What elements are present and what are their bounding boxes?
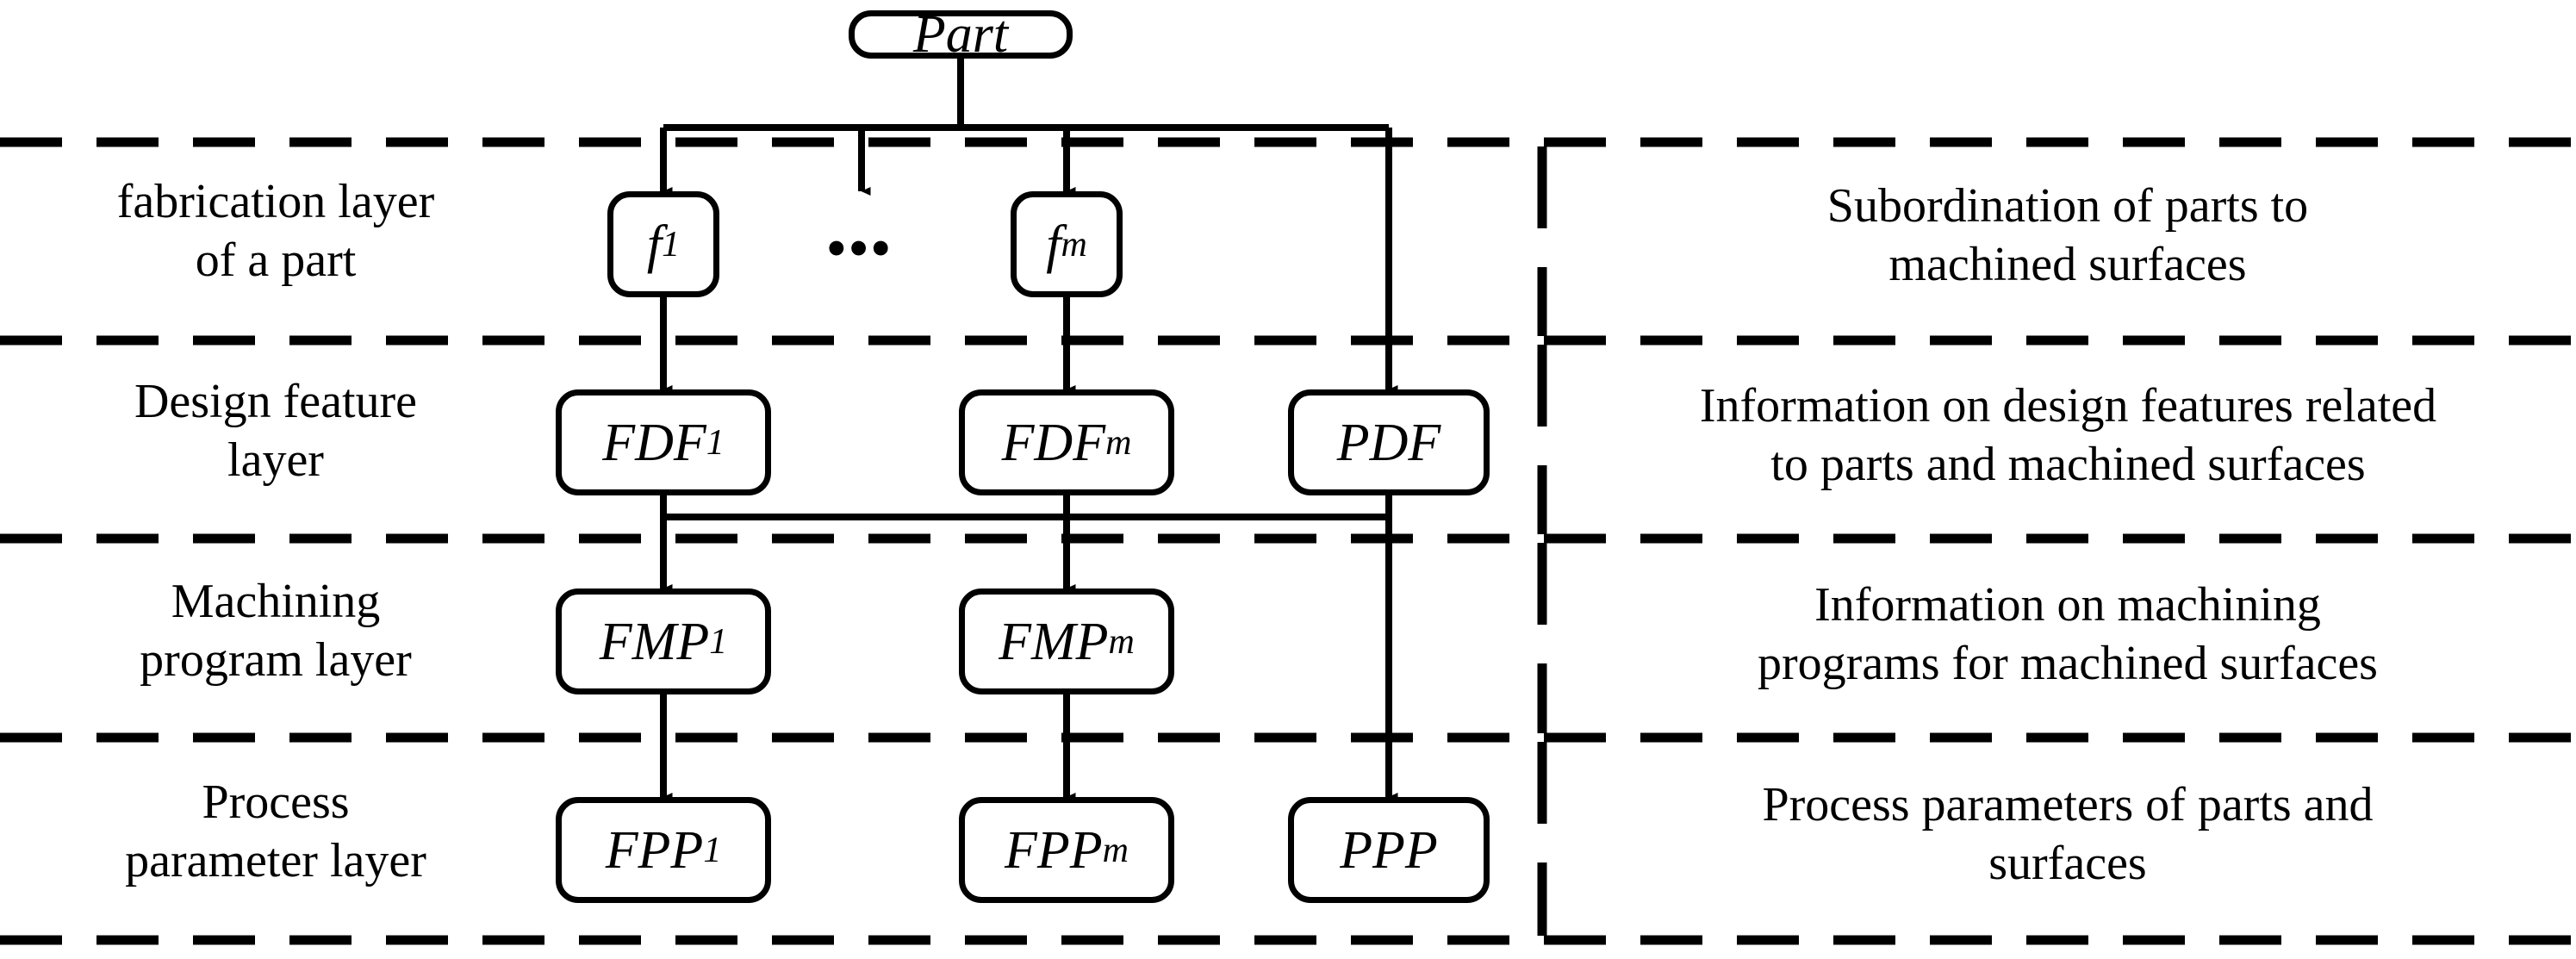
layer-label-machining-program-line2: program layer <box>140 633 412 688</box>
node-fmpm-base: FMP <box>999 612 1109 671</box>
node-fdf1-base: FDF <box>602 413 706 472</box>
description-machining-program-line2: programs for machined surfaces <box>1758 637 2378 691</box>
node-f1-base: f <box>646 215 663 274</box>
fabrication-to-design-arrows <box>660 297 1076 394</box>
node-part-label: Part <box>912 5 1009 64</box>
node-f1-subscript: 1 <box>662 224 681 265</box>
node-fpp1-base: FPP <box>605 820 704 880</box>
node-fdfm-base: FDF <box>1001 413 1106 472</box>
node-fmp1-base: FMP <box>599 612 710 671</box>
node-fppm-subscript: m <box>1102 830 1129 870</box>
node-part[interactable]: Part <box>849 5 1073 64</box>
layer-label-fabrication: fabrication layer of a part <box>26 172 526 290</box>
design-to-machining-arrows <box>660 495 1398 801</box>
fabrication-ellipsis: ••• <box>827 220 894 278</box>
node-fdfm-subscript: m <box>1105 422 1132 463</box>
description-process-parameter-line2: surfaces <box>1988 837 2147 891</box>
description-machining-program: Information on machining programs for ma… <box>1577 576 2559 694</box>
node-fm-subscript: m <box>1061 224 1087 265</box>
node-ppp[interactable]: PPP <box>1288 797 1490 903</box>
layer-label-process-parameter-line1: Process <box>202 775 350 829</box>
layer-label-machining-program-line1: Machining <box>171 575 381 628</box>
design-feature-bus <box>660 495 1389 520</box>
node-pdf[interactable]: PDF <box>1288 389 1490 495</box>
node-fmp1-subscript: 1 <box>709 621 728 662</box>
node-fmpm-subscript: m <box>1108 621 1135 662</box>
description-fabrication-line1: Subordination of parts to <box>1826 179 2309 233</box>
layer-label-design-feature: Design feature layer <box>26 372 526 490</box>
machining-to-process-arrows <box>660 694 1076 801</box>
description-design-feature-line2: to parts and machined surfaces <box>1770 438 2366 492</box>
part-to-fabrication-arrows <box>660 128 1398 394</box>
node-fpp1-subscript: 1 <box>703 830 722 870</box>
layer-label-fabrication-line2: of a part <box>195 234 357 288</box>
description-design-feature: Information on design features related t… <box>1566 377 2570 495</box>
layer-label-machining-program: Machining program layer <box>26 572 526 690</box>
layer-label-design-feature-line2: layer <box>227 433 324 488</box>
layer-label-design-feature-line1: Design feature <box>134 375 418 428</box>
node-ppp-base: PPP <box>1340 820 1438 880</box>
description-process-parameter: Process parameters of parts and surfaces <box>1577 775 2559 894</box>
description-design-feature-line1: Information on design features related <box>1699 379 2437 433</box>
description-fabrication-line2: machined surfaces <box>1888 238 2247 292</box>
description-process-parameter-line1: Process parameters of parts and <box>1762 778 2374 831</box>
layer-divider-group <box>0 137 2576 945</box>
node-pdf-base: PDF <box>1336 413 1441 472</box>
layer-label-process-parameter-line2: parameter layer <box>125 834 426 888</box>
description-fabrication: Subordination of parts to machined surfa… <box>1577 177 2559 295</box>
node-fdf1-subscript: 1 <box>706 422 725 463</box>
description-machining-program-line1: Information on machining <box>1814 578 2321 632</box>
node-fm-base: f <box>1046 215 1061 274</box>
node-fppm-base: FPP <box>1005 820 1103 880</box>
layer-label-fabrication-line1: fabrication layer <box>116 175 435 228</box>
part-branch-bus <box>663 59 1389 131</box>
layer-label-process-parameter: Process parameter layer <box>26 773 526 891</box>
